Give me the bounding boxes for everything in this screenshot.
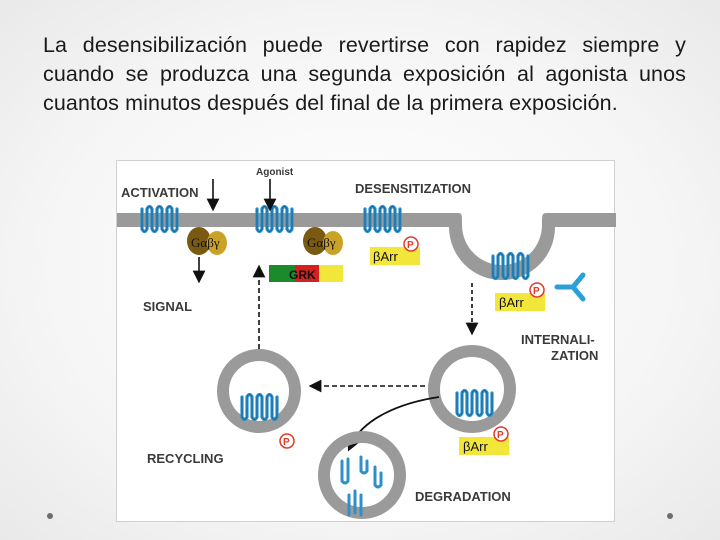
grk-box: GRK [269, 265, 343, 282]
label-internalization-2: ZATION [551, 348, 598, 363]
label-activation: ACTIVATION [121, 185, 199, 200]
adaptor-y-shape [554, 272, 586, 302]
svg-text:GRK: GRK [289, 268, 316, 282]
svg-text:βArr: βArr [499, 295, 524, 310]
arrestin-endosome: βArr P [459, 426, 509, 455]
g-protein-agonist: Gαβγ [303, 227, 343, 255]
diagram-canvas: Gαβγ Gαβγ GRK βArr P βArr P [117, 167, 616, 519]
label-internalization-1: INTERNALI- [521, 332, 595, 347]
degraded-receptor-fragments [340, 455, 383, 517]
receptor-recycling [240, 392, 279, 422]
endosome-recycling [217, 349, 301, 433]
svg-text:P: P [533, 286, 540, 297]
label-desensitization: DESENSITIZATION [355, 181, 471, 196]
slide-ornament-dot-right [667, 513, 673, 519]
svg-text:P: P [407, 240, 414, 251]
svg-text:P: P [497, 430, 504, 441]
receptor-endosome [455, 388, 494, 418]
svg-text:Gαβγ: Gαβγ [191, 235, 220, 250]
label-degradation: DEGRADATION [415, 489, 511, 504]
slide-paragraph: La desensibilización puede revertirse co… [43, 33, 686, 115]
label-signal: SIGNAL [143, 299, 192, 314]
receptor-desensitization-diagram: Gαβγ Gαβγ GRK βArr P βArr P [116, 160, 616, 522]
g-protein-activation: Gαβγ [187, 227, 227, 255]
endosome-right [428, 345, 516, 433]
svg-text:βArr: βArr [463, 439, 488, 454]
slide-ornament-dot-left [47, 513, 53, 519]
arrestin-desensitization: βArr P [370, 236, 420, 265]
svg-text:Gαβγ: Gαβγ [307, 235, 336, 250]
arrestin-pit: βArr P [495, 282, 545, 311]
svg-text:P: P [283, 437, 290, 448]
phospho-recycling: P [279, 433, 295, 449]
label-agonist: Agonist [256, 167, 294, 178]
svg-text:βArr: βArr [373, 249, 398, 264]
label-recycling: RECYCLING [147, 451, 224, 466]
